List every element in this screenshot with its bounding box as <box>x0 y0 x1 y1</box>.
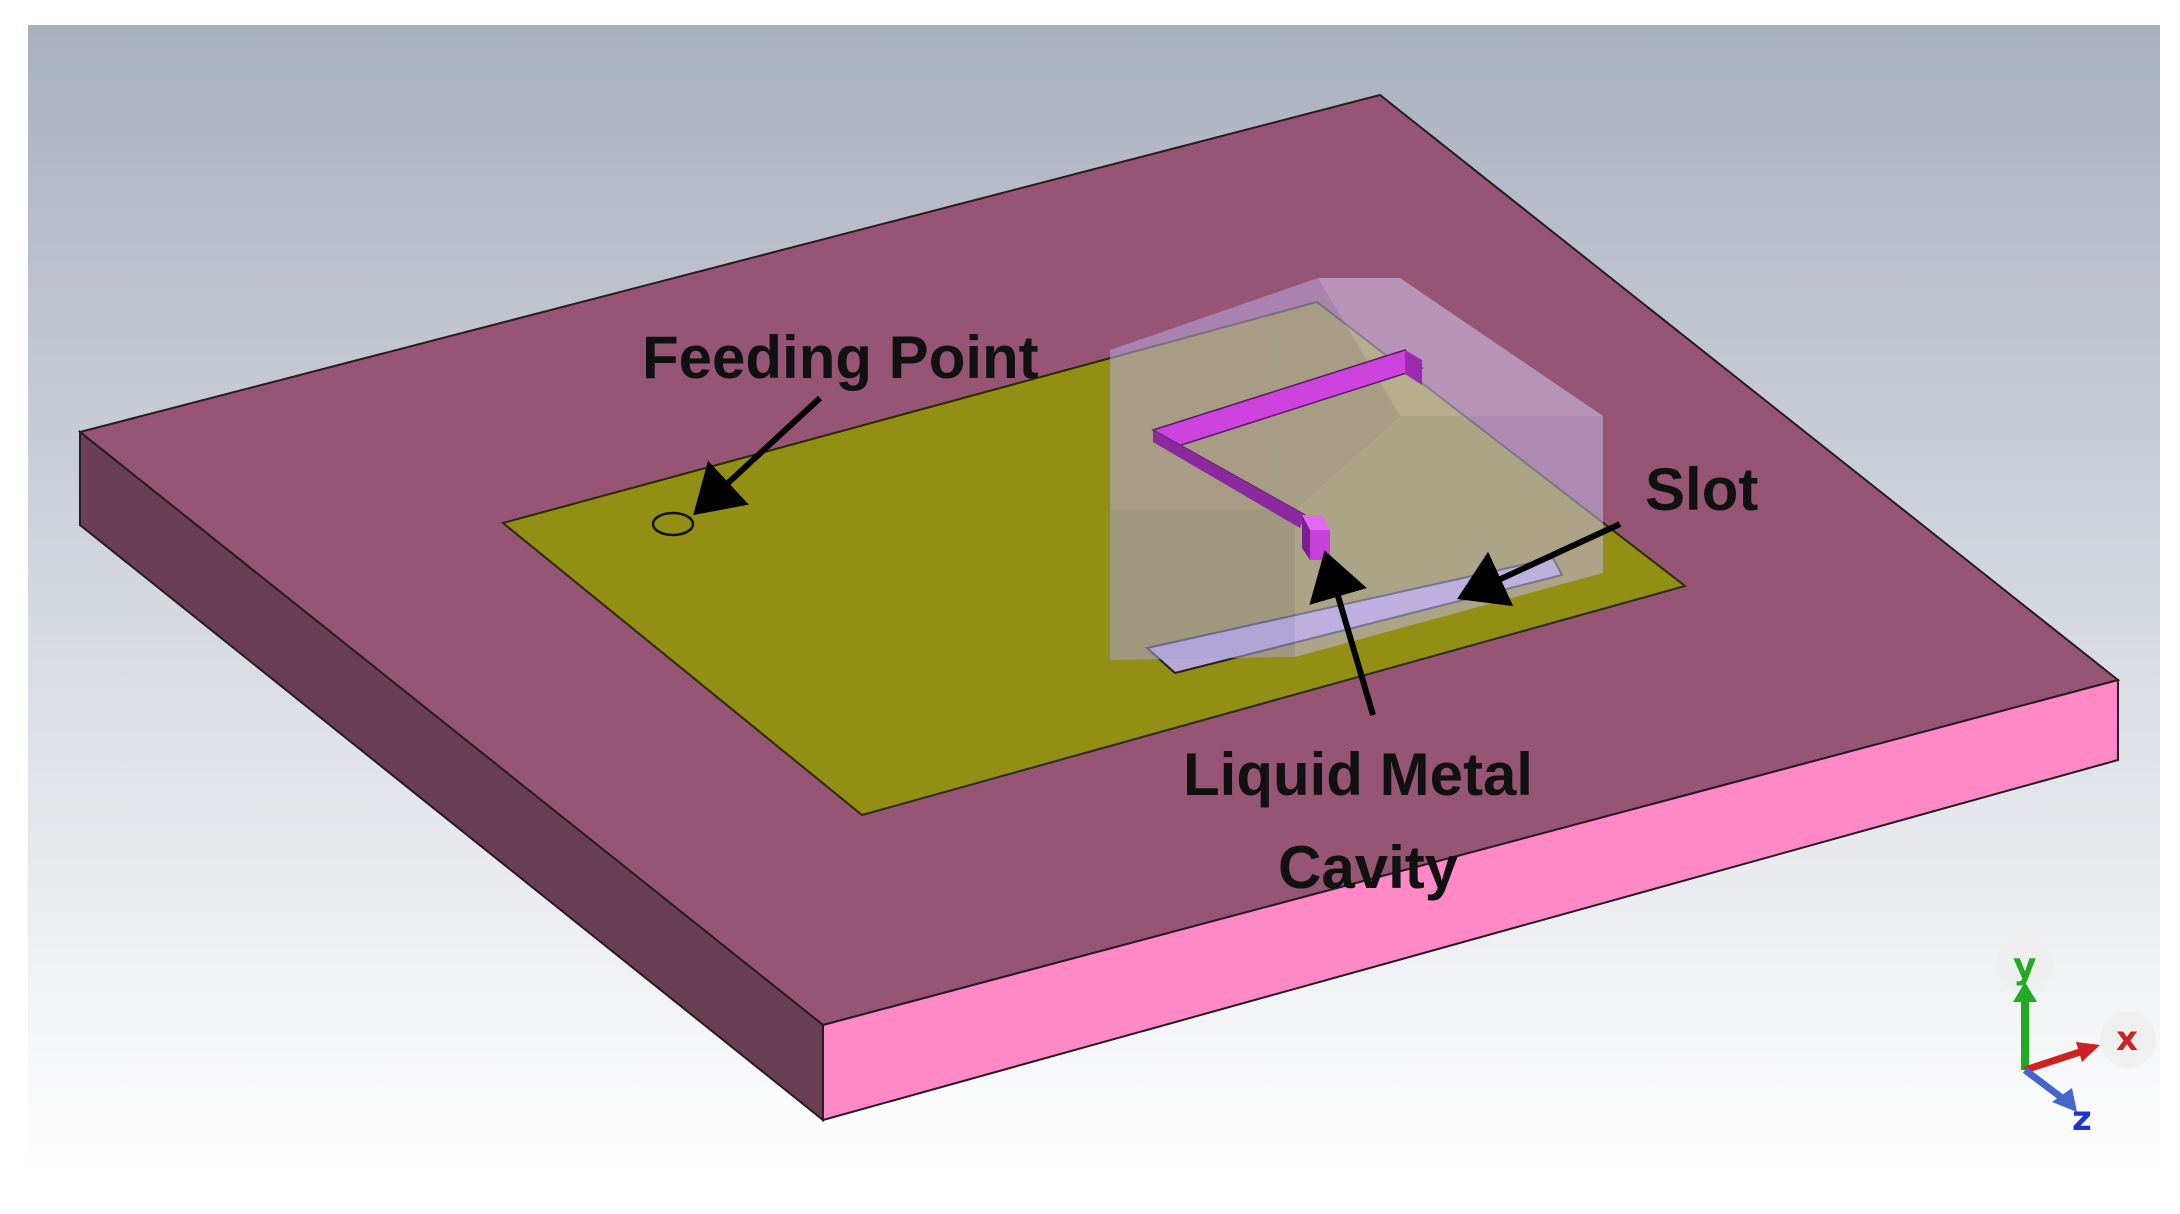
channel-vertical-side <box>1302 515 1310 560</box>
x-axis-label: x <box>2116 1019 2138 1059</box>
z-axis-line <box>2022 1067 2065 1101</box>
axis-triad: y x z <box>1997 937 2156 1139</box>
x-axis-arrowhead <box>2076 1042 2100 1062</box>
liquid-metal-label-line2: Cavity <box>1278 834 1459 901</box>
cavity-front-face <box>1295 416 1603 657</box>
z-axis-arrowhead <box>2052 1088 2077 1112</box>
slot-label: Slot <box>1645 456 1758 523</box>
y-axis-arrowhead <box>2013 982 2037 1002</box>
liquid-metal-arrow <box>1309 550 1376 716</box>
channel-vertical-cap <box>1302 515 1330 530</box>
liquid-metal-label-line1: Liquid Metal <box>1183 741 1533 808</box>
feeding-point-label: Feeding Point <box>642 324 1039 391</box>
channel-arm-end <box>1405 350 1422 385</box>
liquid-metal-channel <box>1151 349 1424 560</box>
feeding-point-marker <box>651 511 695 537</box>
x-axis-bubble <box>2100 1012 2156 1068</box>
substrate-front-face <box>822 678 2119 1122</box>
cavity-side-face <box>1110 510 1295 660</box>
feeding-point-arrow <box>693 395 823 516</box>
slot-arrow <box>1457 521 1622 607</box>
channel-corner-side <box>1153 430 1305 528</box>
z-axis-label: z <box>2072 1099 2092 1139</box>
y-axis-label: y <box>2013 946 2036 987</box>
channel-vertical-front <box>1310 530 1330 560</box>
y-axis-bubble <box>1997 937 2053 993</box>
x-axis-line <box>2023 1048 2082 1074</box>
cavity-top-face <box>1318 278 1603 416</box>
